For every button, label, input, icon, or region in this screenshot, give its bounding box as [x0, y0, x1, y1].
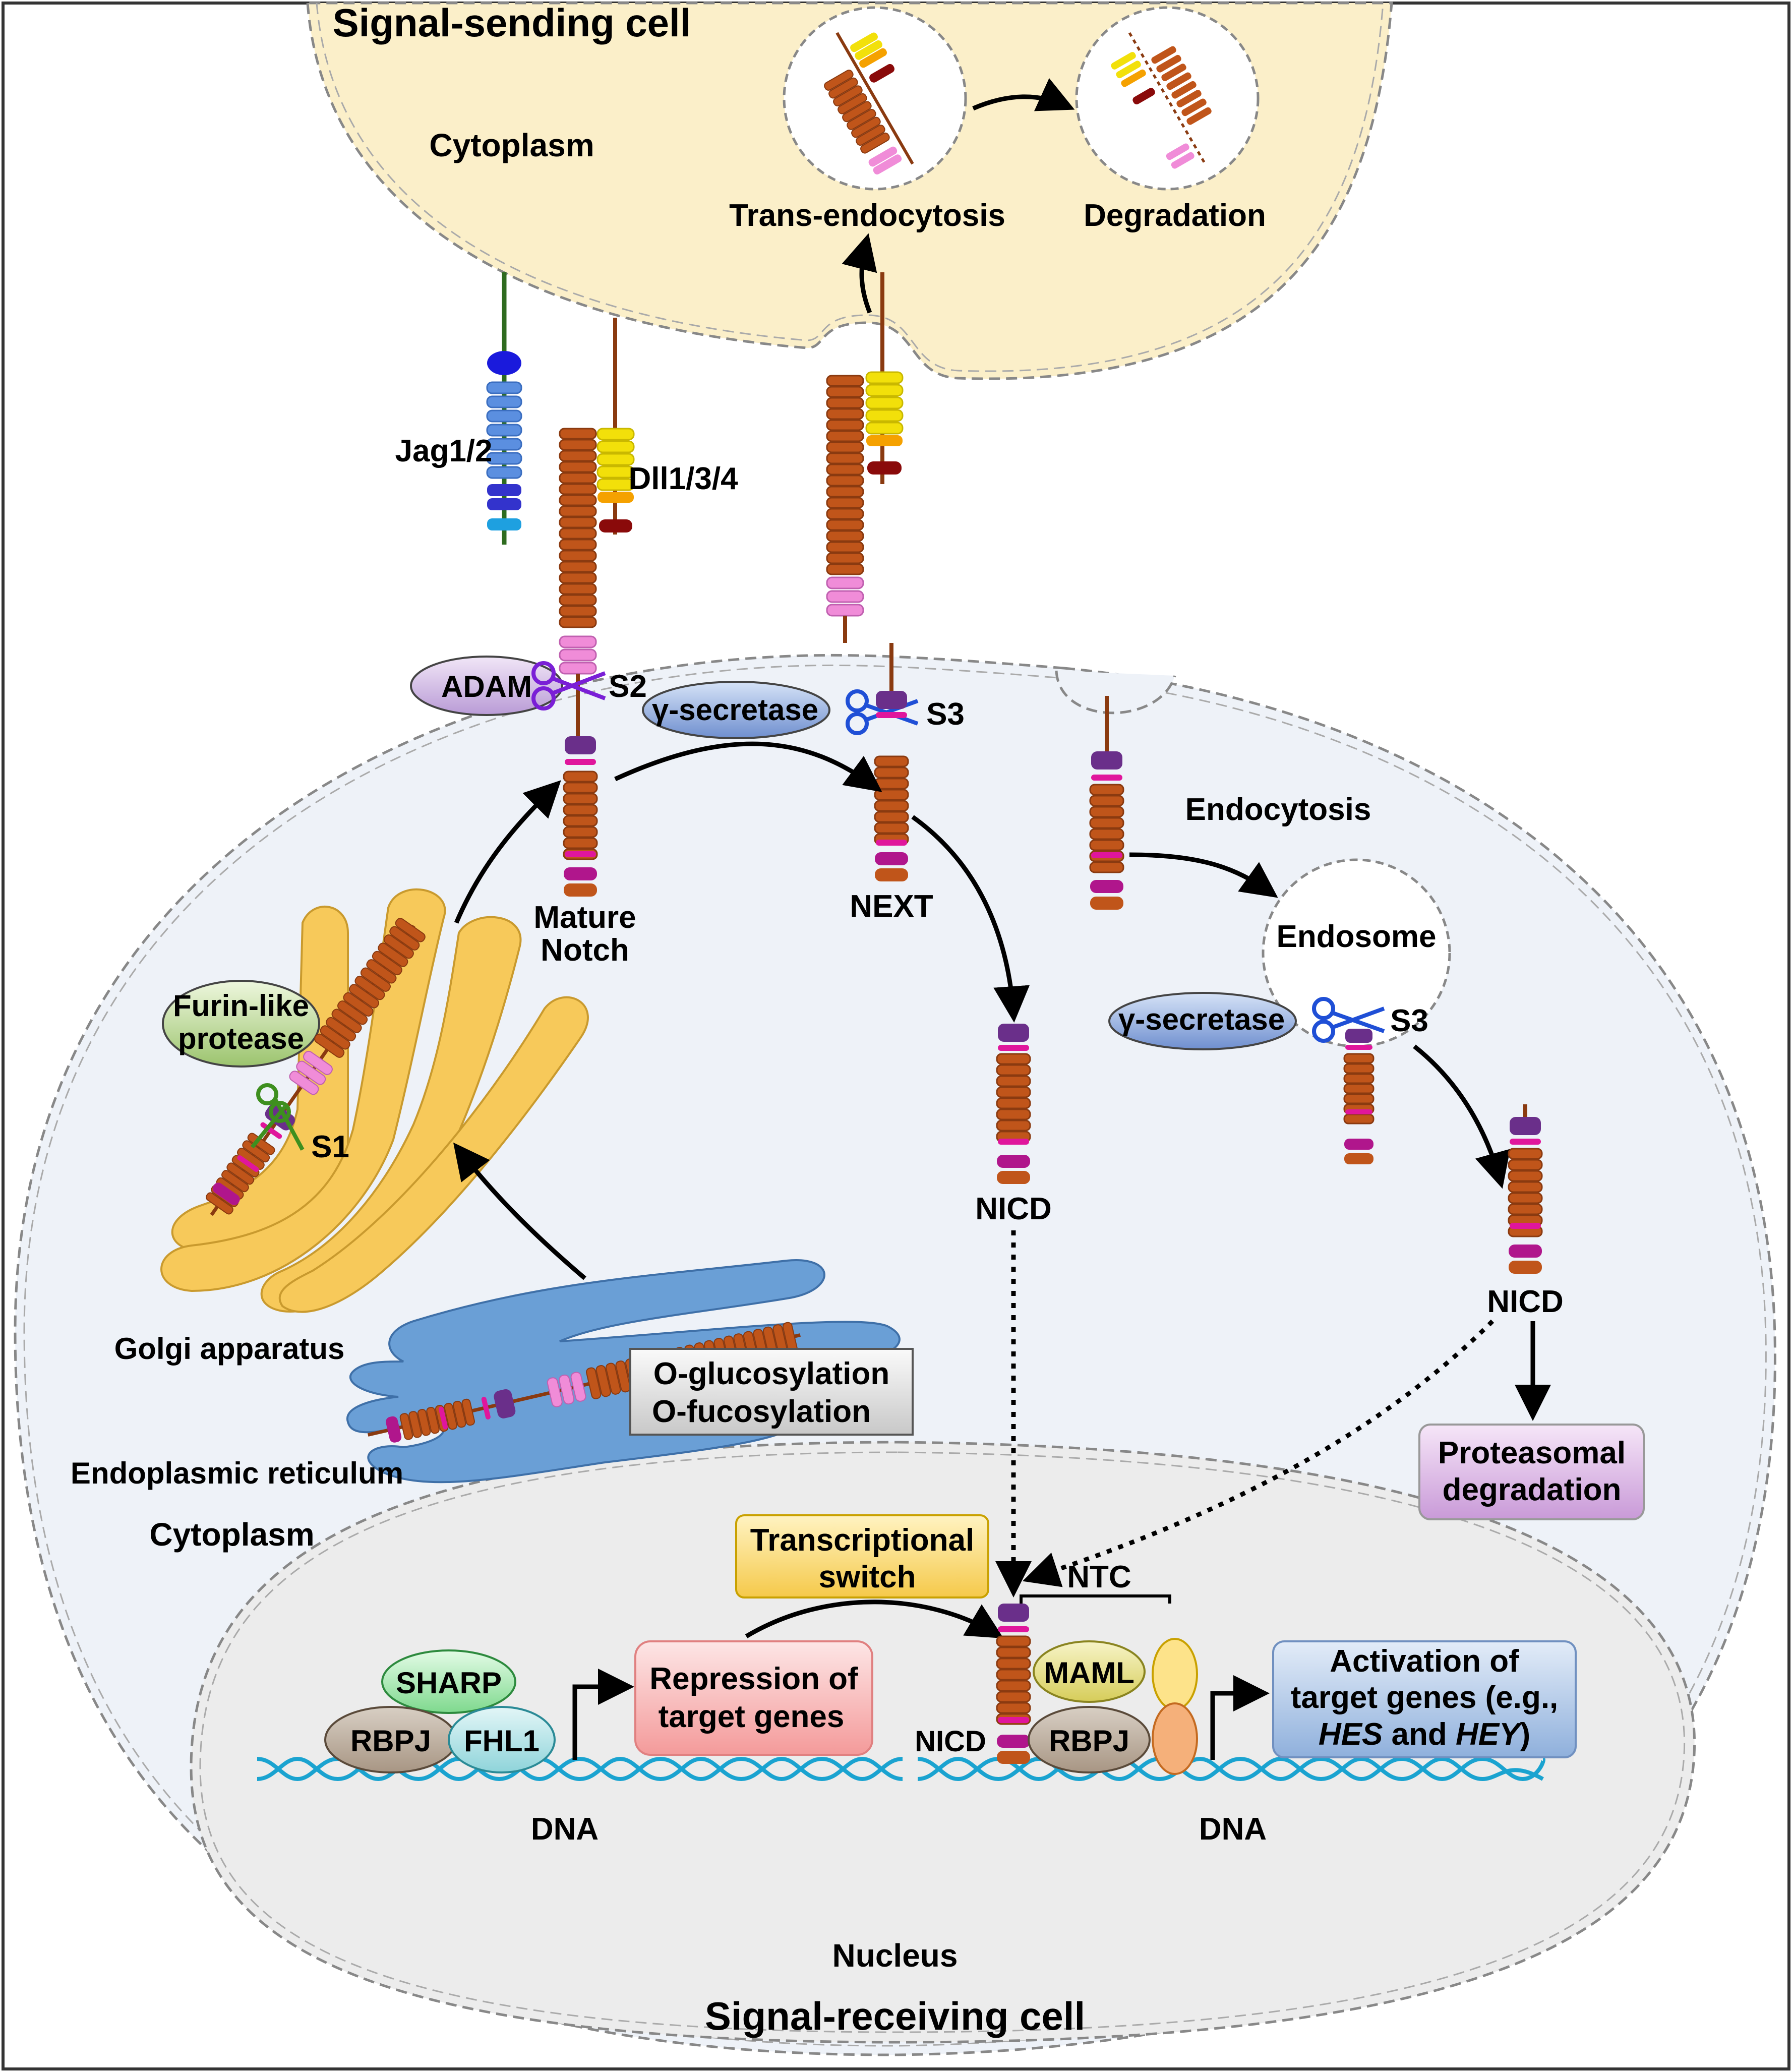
endocytosis-arrow [1129, 852, 1278, 898]
proteasomal-label-1: Proteasomal [1438, 1436, 1626, 1470]
nicd-label-right: NICD [1487, 1284, 1564, 1319]
maml-protein [1033, 1640, 1146, 1703]
ntc-label: NTC [1067, 1560, 1131, 1594]
activation-label-1: Activation of [1330, 1644, 1519, 1679]
adam-enzyme [410, 656, 563, 716]
nicd-in-ntc [996, 1604, 1031, 1764]
dna-label-right: DNA [1199, 1812, 1267, 1847]
degradation-label: Degradation [1084, 198, 1266, 233]
repression-to-activation-arrow [745, 1600, 1004, 1639]
nicd-fragment-right [1508, 1104, 1543, 1274]
and-label: and [1383, 1717, 1456, 1752]
golgi-to-mature-arrow [454, 780, 561, 924]
notch-dll-complex-surface [559, 318, 635, 897]
degradation-vesicle [1075, 6, 1260, 191]
nicd-right-to-nucleus-dotted [1022, 1319, 1495, 1587]
notch-dll-complex-endocytosed [826, 272, 904, 643]
glycosylation-box [629, 1348, 914, 1436]
trans-endocytosis-label: Trans-endocytosis [729, 198, 1005, 233]
gamma-secretase-membrane [642, 681, 830, 739]
receiving-cytoplasm-label: Cytoplasm [149, 1516, 314, 1553]
glycosylation-label-1: O-glucosylation [653, 1356, 889, 1391]
nucleus [190, 1441, 1696, 2044]
endosome-to-nicd-arrow [1413, 1044, 1511, 1189]
transcriptional-switch-box [735, 1514, 989, 1599]
nicd-fragment-center [996, 1024, 1031, 1184]
maml-label: MAML [1044, 1656, 1134, 1690]
repression-label-2: target genes [659, 1699, 845, 1734]
endosome-label: Endosome [1277, 919, 1437, 954]
next-to-nicd-arrow [911, 815, 1030, 1023]
furin-label-2: protease [178, 1022, 304, 1055]
repression-bent-arrow [572, 1669, 634, 1760]
furin-label-1: Furin-like [173, 989, 309, 1023]
mature-notch-label-1: Mature [533, 900, 636, 935]
er-label: Endoplasmic reticulum [71, 1456, 403, 1490]
golgi-label: Golgi apparatus [114, 1332, 345, 1366]
fhl1-protein [448, 1706, 556, 1773]
nicd-label-nucleus: NICD [915, 1725, 986, 1758]
sending-cell-title: Signal-sending cell [333, 1, 691, 45]
activation-label-2: target genes (e.g., [1291, 1680, 1559, 1715]
sharp-protein [381, 1649, 516, 1714]
rbpj-label-right: RBPJ [1049, 1724, 1129, 1758]
rbpj-protein-right [1028, 1706, 1151, 1773]
gamma-secretase-label-1: γ-secretase [652, 693, 818, 727]
s3-label-2: S3 [1390, 1003, 1428, 1038]
ntc-bracket [1020, 1594, 1171, 1604]
coactivator-orange [1152, 1702, 1198, 1775]
next-label: NEXT [850, 889, 933, 924]
dna-right [917, 1756, 1545, 1782]
rbpj-label-left: RBPJ [350, 1724, 431, 1758]
nucleus-label: Nucleus [832, 1937, 958, 1974]
close-paren-label: ) [1520, 1717, 1531, 1752]
activation-bent-arrow [1210, 1675, 1270, 1760]
proteasomal-label-2: degradation [1443, 1472, 1622, 1507]
gamma-secretase-label-2: γ-secretase [1118, 1002, 1285, 1036]
activation-label-3: HES and HEY) [1319, 1717, 1530, 1752]
endocytosis-label: Endocytosis [1185, 792, 1371, 827]
switch-label-2: switch [819, 1560, 916, 1594]
receiving-cell-title: Signal-receiving cell [705, 1994, 1085, 2038]
sending-cytoplasm-label: Cytoplasm [429, 127, 594, 163]
furin-protease [162, 980, 320, 1068]
scissors-icon [531, 661, 606, 711]
trans-endocytosis-arrow [842, 233, 877, 314]
jag-ligand [486, 272, 522, 545]
trans-endocytosis-vesicle [783, 6, 967, 191]
glycosylation-label-2: O-fucosylation [652, 1394, 871, 1429]
mature-to-next-arrow [614, 741, 882, 792]
s2-label: S2 [609, 669, 647, 704]
hey-gene-label: HEY [1456, 1717, 1523, 1752]
degradation-arrow [972, 78, 1075, 111]
switch-label-1: Transcriptional [750, 1523, 974, 1558]
repression-label-1: Repression of [649, 1662, 858, 1696]
dll-label: Dll1/3/4 [628, 461, 738, 496]
scissors-icon [250, 1083, 305, 1151]
activation-box [1272, 1640, 1577, 1758]
fhl1-label: FHL1 [464, 1724, 540, 1758]
er-to-golgi-arrow [453, 1142, 586, 1280]
jag-label: Jag1/2 [395, 434, 492, 468]
endosome-notch-stub [1343, 1029, 1375, 1164]
scissors-icon [846, 689, 919, 735]
hes-gene-label: HES [1319, 1717, 1383, 1752]
scissors-icon [1312, 997, 1385, 1043]
sharp-label: SHARP [396, 1666, 502, 1700]
s1-label: S1 [311, 1130, 349, 1164]
repression-box [634, 1640, 873, 1756]
coactivator-yellow [1152, 1638, 1198, 1710]
adam-label: ADAM [441, 670, 532, 703]
mature-notch-label-2: Notch [541, 933, 629, 968]
s3-label-1: S3 [926, 697, 965, 732]
dna-label-left: DNA [531, 1812, 599, 1847]
next-fragment [874, 643, 909, 881]
proteasomal-degradation-box [1418, 1424, 1645, 1520]
endocytosed-notch [1089, 696, 1124, 910]
gamma-secretase-endosome [1108, 992, 1297, 1050]
nicd-label-center: NICD [975, 1192, 1052, 1226]
